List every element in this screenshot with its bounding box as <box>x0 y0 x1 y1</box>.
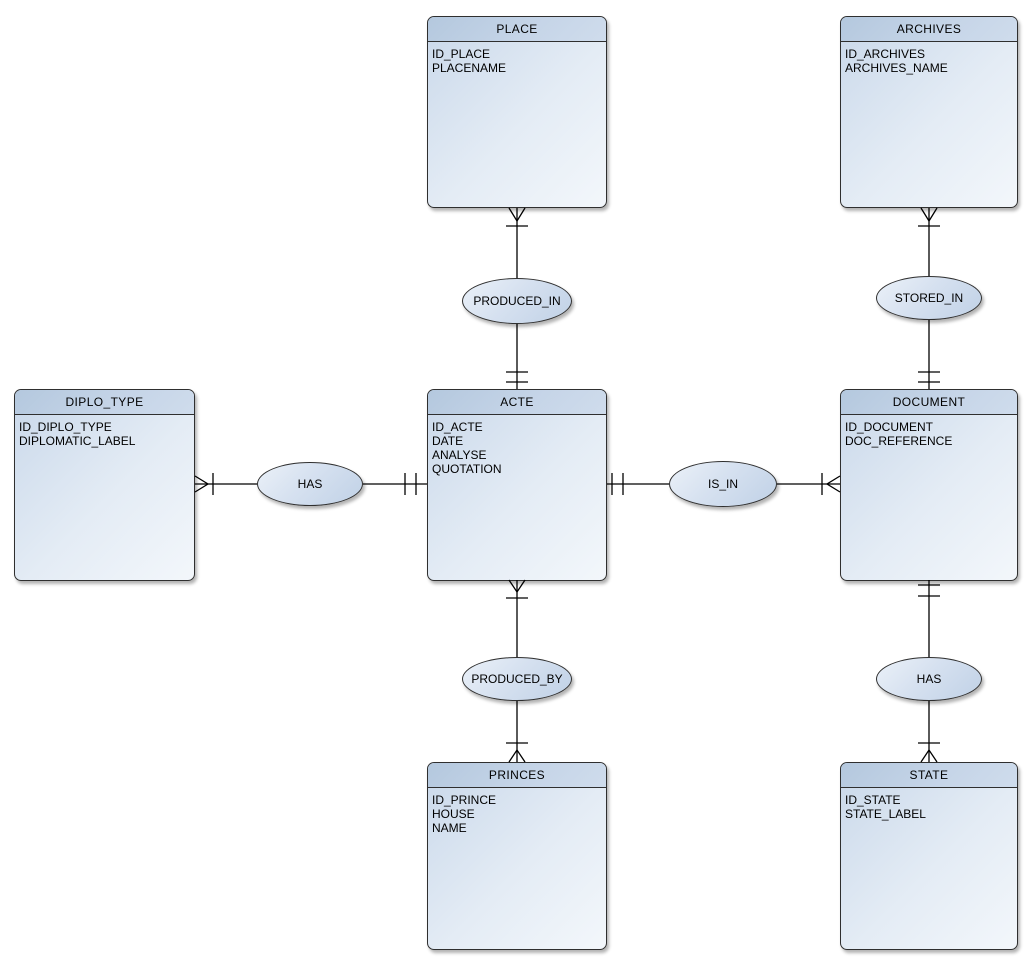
attribute: NAME <box>432 821 467 835</box>
connector-place-produced-in <box>506 207 528 278</box>
connector-diplo-type-has <box>194 473 257 495</box>
connector-has-state <box>918 701 940 763</box>
crow-foot-many-diplo-type <box>194 475 210 493</box>
crow-foot-many-state <box>920 748 938 763</box>
relationship-stored-in[interactable]: STORED_IN <box>876 276 982 320</box>
entity-document[interactable]: DOCUMENT ID_DOCUMENT DOC_REFERENCE <box>840 389 1018 581</box>
entity-archives-title: ARCHIVES <box>841 17 1017 42</box>
connector-is-in-document <box>777 473 841 495</box>
entity-princes-title: PRINCES <box>428 763 606 788</box>
entity-diplo-type[interactable]: DIPLO_TYPE ID_DIPLO_TYPE DIPLOMATIC_LABE… <box>14 389 195 581</box>
attribute: ID_ARCHIVES <box>845 47 926 61</box>
attribute: ID_PLACE <box>432 47 491 61</box>
relationship-has-state-label: HAS <box>916 672 942 686</box>
relationship-produced-in[interactable]: PRODUCED_IN <box>462 278 572 324</box>
attribute: QUOTATION <box>432 462 502 476</box>
entity-state[interactable]: STATE ID_STATE STATE_LABEL <box>840 762 1018 950</box>
crow-foot-many-document <box>825 475 841 493</box>
relationship-produced-in-label: PRODUCED_IN <box>473 294 561 308</box>
entity-archives-attribute-list: ID_ARCHIVES ARCHIVES_NAME <box>841 42 1017 80</box>
entity-place-title: PLACE <box>428 17 606 42</box>
connector-acte-is-in <box>607 473 669 495</box>
entity-princes-attribute-list: ID_PRINCE HOUSE NAME <box>428 788 606 840</box>
attribute: ARCHIVES_NAME <box>845 61 948 75</box>
attribute: DIPLOMATIC_LABEL <box>19 434 136 448</box>
relationship-is-in-label: IS_IN <box>707 477 738 491</box>
entity-diplo-type-attribute-list: ID_DIPLO_TYPE DIPLOMATIC_LABEL <box>15 415 194 453</box>
connector-produced-in-acte <box>506 324 528 389</box>
entity-princes[interactable]: PRINCES ID_PRINCE HOUSE NAME <box>427 762 607 950</box>
attribute: ID_ACTE <box>432 420 483 434</box>
attribute: PLACENAME <box>432 61 507 75</box>
relationship-has-diplo-type[interactable]: HAS <box>257 462 363 506</box>
connector-document-has <box>918 580 940 657</box>
attribute: ID_DIPLO_TYPE <box>19 420 112 434</box>
entity-document-attribute-list: ID_DOCUMENT DOC_REFERENCE <box>841 415 1017 453</box>
attribute: HOUSE <box>432 807 475 821</box>
entity-document-title: DOCUMENT <box>841 390 1017 415</box>
attribute: ID_STATE <box>845 793 901 807</box>
attribute: STATE_LABEL <box>845 807 926 821</box>
entity-acte-title: ACTE <box>428 390 606 415</box>
attribute: ID_DOCUMENT <box>845 420 934 434</box>
connector-acte-produced-by <box>506 579 528 657</box>
entity-acte-attribute-list: ID_ACTE DATE ANALYSE QUOTATION <box>428 415 606 481</box>
attribute: DOC_REFERENCE <box>845 434 953 448</box>
entity-acte[interactable]: ACTE ID_ACTE DATE ANALYSE QUOTATION <box>427 389 607 581</box>
entity-diplo-type-title: DIPLO_TYPE <box>15 390 194 415</box>
connector-archives-stored-in <box>918 207 940 276</box>
connector-produced-by-princes <box>506 701 528 763</box>
crow-foot-many-archives <box>920 207 938 223</box>
relationship-has-state[interactable]: HAS <box>876 657 982 701</box>
relationship-is-in[interactable]: IS_IN <box>669 461 777 507</box>
relationship-produced-by-label: PRODUCED_BY <box>471 672 563 686</box>
relationship-stored-in-label: STORED_IN <box>894 291 964 305</box>
attribute: ANALYSE <box>432 448 487 462</box>
entity-place-attribute-list: ID_PLACE PLACENAME <box>428 42 606 80</box>
relationship-has-diplo-type-label: HAS <box>297 477 323 491</box>
entity-state-title: STATE <box>841 763 1017 788</box>
connector-stored-in-document <box>918 320 940 389</box>
entity-state-attribute-list: ID_STATE STATE_LABEL <box>841 788 1017 826</box>
attribute: DATE <box>432 434 464 448</box>
relationship-produced-by[interactable]: PRODUCED_BY <box>462 657 572 701</box>
entity-place[interactable]: PLACE ID_PLACE PLACENAME <box>427 16 607 208</box>
crow-foot-many-princes <box>508 748 526 763</box>
crow-foot-many-place <box>508 207 526 223</box>
attribute: ID_PRINCE <box>432 793 497 807</box>
crow-foot-many-acte <box>508 579 526 594</box>
connector-has-acte <box>363 473 427 495</box>
entity-archives[interactable]: ARCHIVES ID_ARCHIVES ARCHIVES_NAME <box>840 16 1018 208</box>
